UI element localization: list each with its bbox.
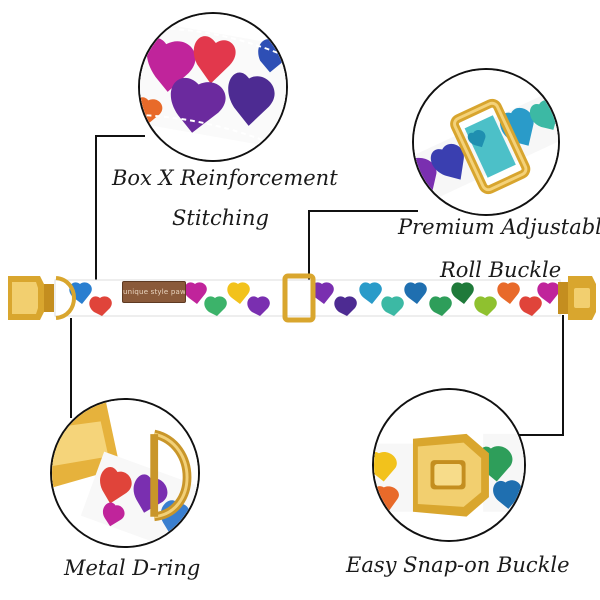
- collar-roll-buckle: [282, 273, 316, 323]
- roll-buckle-detail-image: [414, 70, 558, 214]
- collar-d-ring: [55, 276, 76, 320]
- collar-snap-buckle-left: [8, 276, 54, 320]
- brand-tag: unique style paws: [122, 281, 186, 303]
- connector-snap-vertical: [562, 315, 564, 435]
- d-ring-label: Metal D-ring: [64, 556, 201, 580]
- snap-buckle-label: Easy Snap-on Buckle: [346, 553, 570, 577]
- connector-stitching-vertical: [95, 135, 97, 280]
- connector-dring-vertical: [70, 318, 72, 418]
- connector-stitching-horizontal: [95, 135, 145, 137]
- roll-buckle-label-line1: Premium Adjustable: [398, 215, 600, 239]
- connector-snap-horizontal: [498, 434, 564, 436]
- connector-roll-horizontal: [308, 210, 418, 212]
- roll-buckle-detail-circle: [412, 68, 560, 216]
- d-ring-detail-image: [52, 400, 198, 546]
- d-ring-detail-circle: [50, 398, 200, 548]
- stitching-label-line2: Stitching: [172, 206, 269, 230]
- stitching-detail-circle: [138, 12, 288, 162]
- snap-buckle-detail-image: [374, 390, 524, 540]
- roll-buckle-label-line2: Roll Buckle: [440, 258, 562, 282]
- collar-heart-pattern: [69, 282, 560, 316]
- stitching-label-line1: Box X Reinforcement: [112, 166, 338, 190]
- collar-snap-buckle-right: [558, 276, 596, 320]
- snap-buckle-detail-circle: [372, 388, 526, 542]
- connector-roll-vertical: [308, 210, 310, 280]
- stitching-detail-image: [140, 14, 286, 160]
